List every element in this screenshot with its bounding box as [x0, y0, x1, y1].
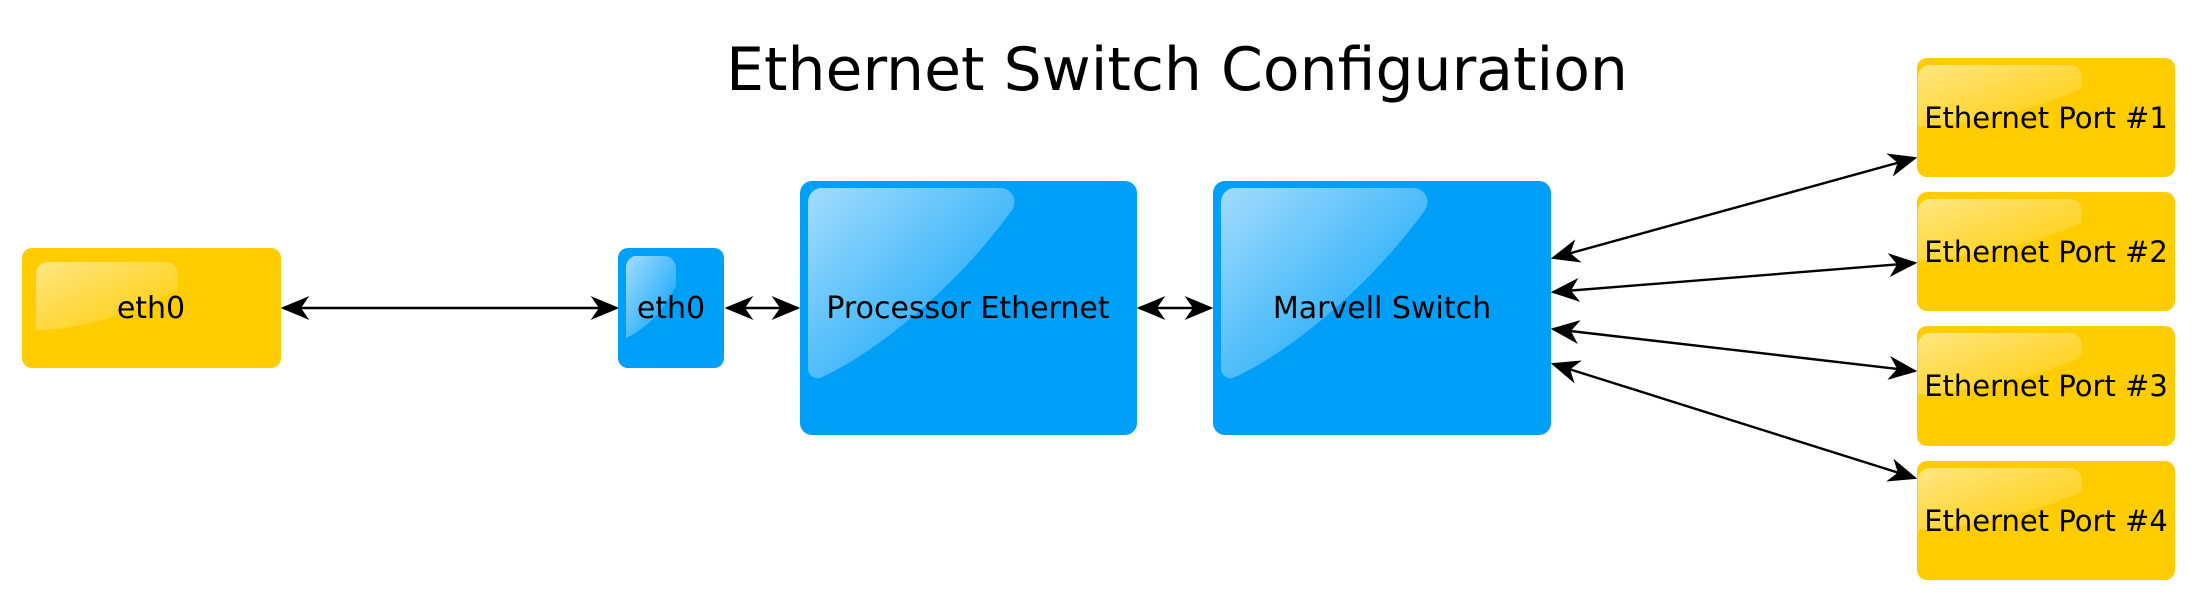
gloss-highlight: [1918, 199, 2082, 261]
node-ethernet-port-4: Ethernet Port #4: [1917, 461, 2175, 580]
node-board-eth0: eth0: [618, 248, 724, 368]
node-label: Ethernet Port #2: [1924, 235, 2168, 269]
edges: [280, 153, 1918, 482]
node-processor-ethernet: Processor Ethernet: [800, 181, 1137, 435]
edge-switch-to-port2: [1550, 253, 1918, 302]
node-ethernet-port-3: Ethernet Port #3: [1917, 326, 2175, 446]
node-label: Ethernet Port #4: [1924, 504, 2168, 538]
gloss-highlight: [1918, 333, 2082, 395]
node-label: Marvell Switch: [1273, 291, 1491, 326]
node-ethernet-port-1: Ethernet Port #1: [1917, 58, 2175, 177]
node-host-eth0: eth0: [22, 248, 281, 368]
node-ethernet-port-2: Ethernet Port #2: [1917, 192, 2175, 311]
gloss-highlight: [1918, 65, 2082, 127]
node-label: Ethernet Port #3: [1924, 369, 2168, 403]
diagram-title: Ethernet Switch Configuration: [726, 35, 1628, 105]
edge-switch-to-port4: [1550, 360, 1918, 482]
node-label: eth0: [117, 291, 185, 326]
gloss-highlight: [1220, 187, 1428, 379]
edge-switch-to-port1: [1550, 153, 1918, 263]
gloss-highlight: [807, 187, 1015, 379]
gloss-highlight: [1918, 468, 2082, 530]
node-label: Ethernet Port #1: [1924, 101, 2168, 135]
gloss-highlight: [36, 262, 178, 330]
node-label: eth0: [637, 291, 705, 326]
node-label: Processor Ethernet: [826, 291, 1109, 326]
edge-switch-to-port3: [1550, 320, 1918, 380]
node-marvell-switch: Marvell Switch: [1213, 181, 1551, 435]
gloss-highlight: [625, 256, 676, 338]
